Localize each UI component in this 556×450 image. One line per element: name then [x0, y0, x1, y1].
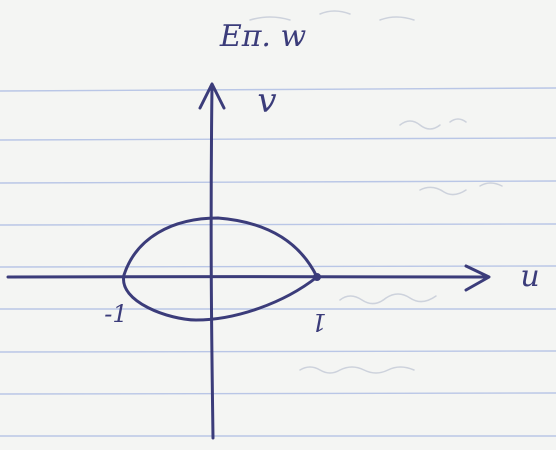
closed-curve: [122, 216, 321, 322]
diagram-title: Επ. w: [219, 19, 307, 54]
horizontal-axis: [6, 264, 491, 292]
tick-label-minus-one: -1: [104, 300, 127, 328]
bleed-through-writing: [249, 10, 503, 374]
horizontal-axis-label: u: [520, 259, 539, 294]
ruled-lines: [0, 87, 556, 437]
vertical-arrowhead: [198, 82, 226, 110]
tick-label-one: 1: [311, 308, 326, 336]
vertical-axis-label: v: [257, 81, 276, 121]
curve-cusp-point: [313, 273, 321, 281]
horizontal-arrowhead: [464, 264, 491, 292]
vertical-axis: [198, 82, 226, 440]
